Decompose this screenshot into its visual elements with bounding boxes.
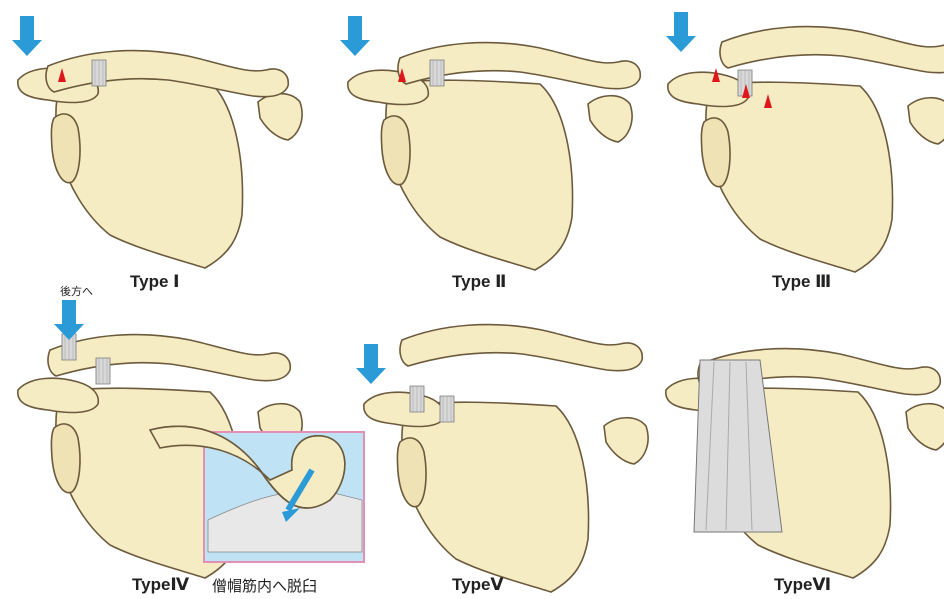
force-arrow-icon — [54, 300, 84, 340]
force-arrow-icon — [356, 344, 386, 384]
type-4-inset-caption: 僧帽筋内へ脱臼 — [212, 575, 317, 596]
posterior-direction-note: 後方へ — [60, 283, 93, 299]
type-2-label: Type Ⅱ — [452, 272, 506, 292]
type-6-label: TypeⅥ — [774, 575, 831, 595]
panel-type-3 — [666, 12, 944, 272]
type-4-label: TypeⅣ — [132, 575, 189, 595]
type-5-label: TypeⅤ — [452, 575, 504, 595]
panel-type-5 — [356, 325, 648, 592]
force-arrow-icon — [666, 12, 696, 52]
panel-type-2 — [340, 16, 640, 270]
type-1-label: Type Ⅰ — [130, 272, 179, 292]
panel-type-1 — [12, 16, 302, 268]
panel-type-4 — [18, 300, 364, 578]
panel-type-6 — [666, 349, 944, 578]
type-3-label: Type Ⅲ — [772, 272, 831, 292]
force-arrow-icon — [12, 16, 42, 56]
force-arrow-icon — [340, 16, 370, 56]
